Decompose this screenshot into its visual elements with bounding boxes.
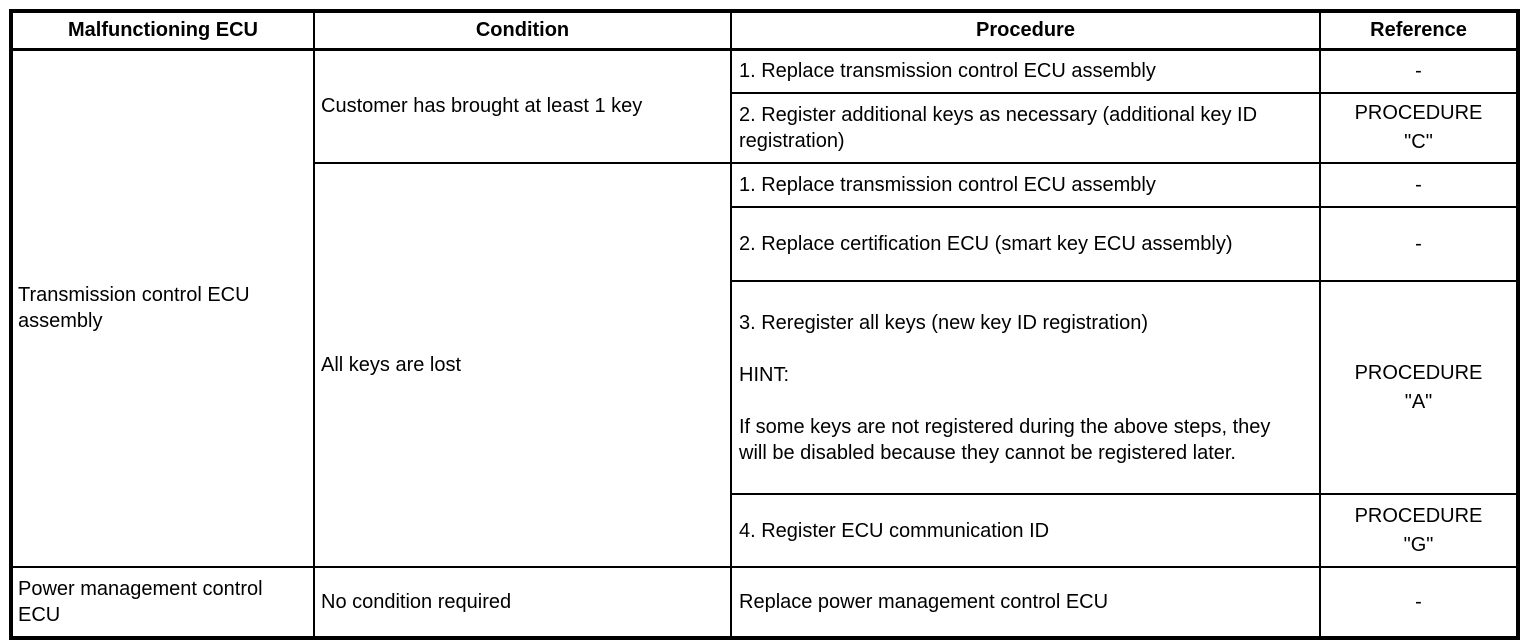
reference-cell: -	[1319, 566, 1519, 639]
table-row: Transmission control ECU assembly Custom…	[10, 48, 1519, 568]
reference-cell: PROCEDURE "C"	[1319, 92, 1519, 164]
ecu-cell: Transmission control ECU assembly	[10, 48, 315, 568]
column-header-condition: Condition	[313, 10, 732, 51]
column-header-procedure: Procedure	[730, 10, 1321, 51]
table-row: 3. Reregister all keys (new key ID regis…	[11, 280, 1519, 495]
procedure-cell-with-hint: 3. Reregister all keys (new key ID regis…	[730, 280, 1321, 495]
table-row: Power management control ECU No conditio…	[10, 566, 1519, 639]
procedure-cell: 4. Register ECU communication ID	[730, 493, 1321, 568]
reference-cell: -	[1319, 206, 1519, 282]
reference-cell: -	[1319, 48, 1519, 94]
procedure-cell: Replace power management control ECU	[730, 566, 1321, 639]
table-row: 2. Replace certification ECU (smart key …	[11, 206, 1519, 282]
reference-cell: PROCEDURE "A"	[1319, 280, 1519, 495]
condition-cell: No condition required	[313, 566, 732, 639]
condition-cell: All keys are lost	[313, 162, 732, 568]
header-row: Malfunctioning ECU Condition Procedure R…	[10, 10, 1519, 51]
ecu-procedure-table: Malfunctioning ECU Condition Procedure R…	[9, 9, 1520, 640]
ecu-cell: Power management control ECU	[10, 566, 315, 639]
table-row: All keys are lost 1. Replace transmissio…	[11, 162, 1519, 568]
column-header-reference: Reference	[1319, 10, 1519, 51]
table-row: 4. Register ECU communication ID PROCEDU…	[11, 493, 1519, 568]
condition-cell: Customer has brought at least 1 key	[313, 48, 732, 164]
procedure-cell: 2. Replace certification ECU (smart key …	[730, 206, 1321, 282]
table-row: 2. Register additional keys as necessary…	[11, 92, 1519, 164]
procedure-cell: 2. Register additional keys as necessary…	[730, 92, 1321, 164]
procedure-cell: 1. Replace transmission control ECU asse…	[730, 162, 1321, 208]
procedure-cell: 1. Replace transmission control ECU asse…	[730, 48, 1321, 94]
column-header-malfunctioning-ecu: Malfunctioning ECU	[10, 10, 315, 51]
reference-cell: PROCEDURE "G"	[1319, 493, 1519, 568]
reference-cell: -	[1319, 162, 1519, 208]
